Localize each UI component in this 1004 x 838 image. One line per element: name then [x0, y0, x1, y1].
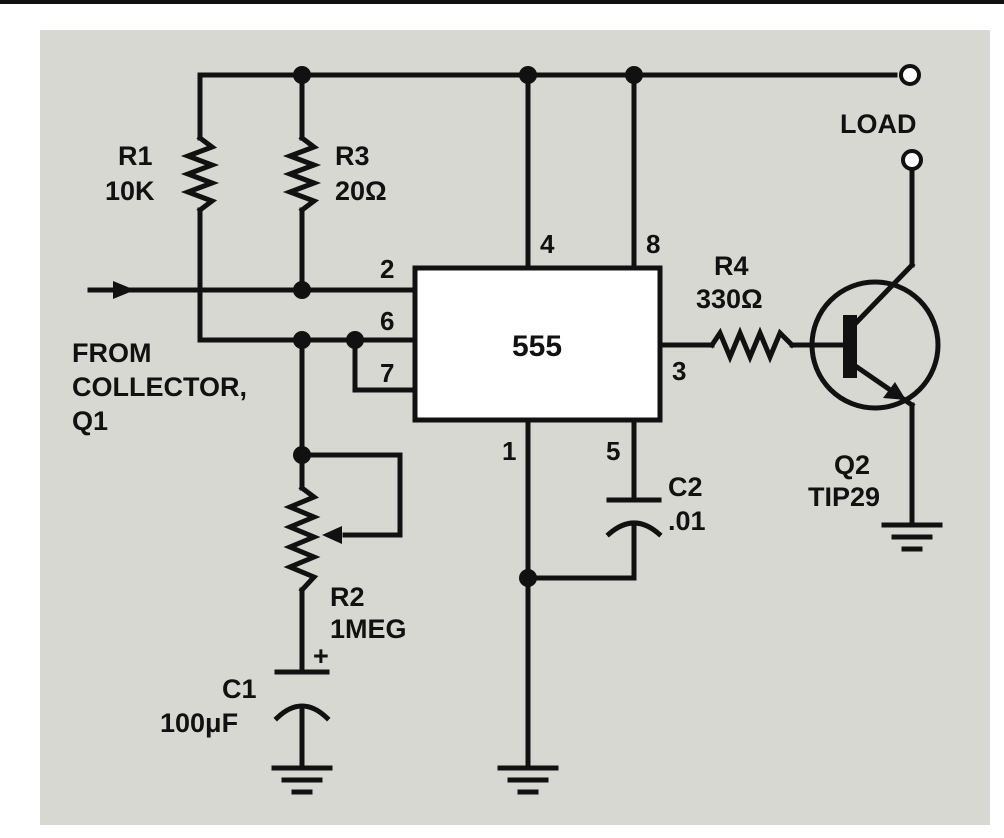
- r3-name-label: R3: [335, 141, 370, 171]
- r1-name-label: R1: [118, 141, 153, 171]
- ground-c1-icon: [271, 765, 333, 795]
- load-label: LOAD: [840, 109, 917, 139]
- c1-value-label: 100μF: [160, 708, 238, 738]
- ic-pin-5: 5: [606, 436, 620, 466]
- c1-polarity-label: +: [313, 641, 329, 671]
- r4-value-label: 330Ω: [696, 284, 763, 314]
- schematic-background: [40, 30, 990, 825]
- q2-name-label: Q2: [834, 450, 870, 480]
- c2-name-label: C2: [668, 472, 703, 502]
- resistor-r3-symbol: [282, 134, 322, 214]
- junction-dots: [293, 66, 643, 587]
- input-arrow-icon: [113, 281, 135, 299]
- transistor-q2-symbol: [809, 261, 941, 411]
- load-terminal-top: [899, 64, 921, 86]
- load-terminal-bottom: [901, 149, 923, 171]
- top-rule: [0, 0, 1004, 4]
- ground-ic-icon: [497, 765, 559, 795]
- r4-name-label: R4: [714, 251, 749, 281]
- input-label-line-1: FROM: [72, 338, 151, 368]
- capacitor-c2-symbol: [605, 497, 663, 538]
- ic-555-body: [412, 265, 663, 423]
- ic-pin-8: 8: [646, 229, 660, 259]
- input-label-line-2: COLLECTOR,: [72, 372, 247, 402]
- ic-pin-2: 2: [380, 254, 394, 284]
- ground-q2-icon: [881, 522, 943, 552]
- wires: [87, 72, 915, 771]
- ic-pin-1: 1: [502, 436, 516, 466]
- r1-value-label: 10K: [105, 176, 155, 206]
- c2-value-label: .01: [668, 506, 706, 536]
- resistor-r2-symbol: [283, 484, 321, 594]
- capacitor-c1-symbol: [273, 669, 331, 722]
- input-label-line-3: Q1: [72, 406, 108, 436]
- ic-pin-7: 7: [380, 358, 394, 388]
- r2-value-label: 1MEG: [330, 614, 407, 644]
- ic-pin-4: 4: [540, 229, 555, 259]
- q2-value-label: TIP29: [808, 482, 880, 512]
- ic-pin-3: 3: [672, 356, 686, 386]
- ic-555-label: 555: [512, 330, 562, 363]
- ic-pin-6: 6: [380, 306, 394, 336]
- resistor-r1-symbol: [180, 134, 220, 214]
- r3-value-label: 20Ω: [335, 176, 387, 206]
- c1-name-label: C1: [222, 674, 257, 704]
- r2-name-label: R2: [330, 582, 365, 612]
- resistor-r4-symbol: [708, 326, 796, 364]
- potentiometer-wiper-arrow-icon: [322, 526, 342, 544]
